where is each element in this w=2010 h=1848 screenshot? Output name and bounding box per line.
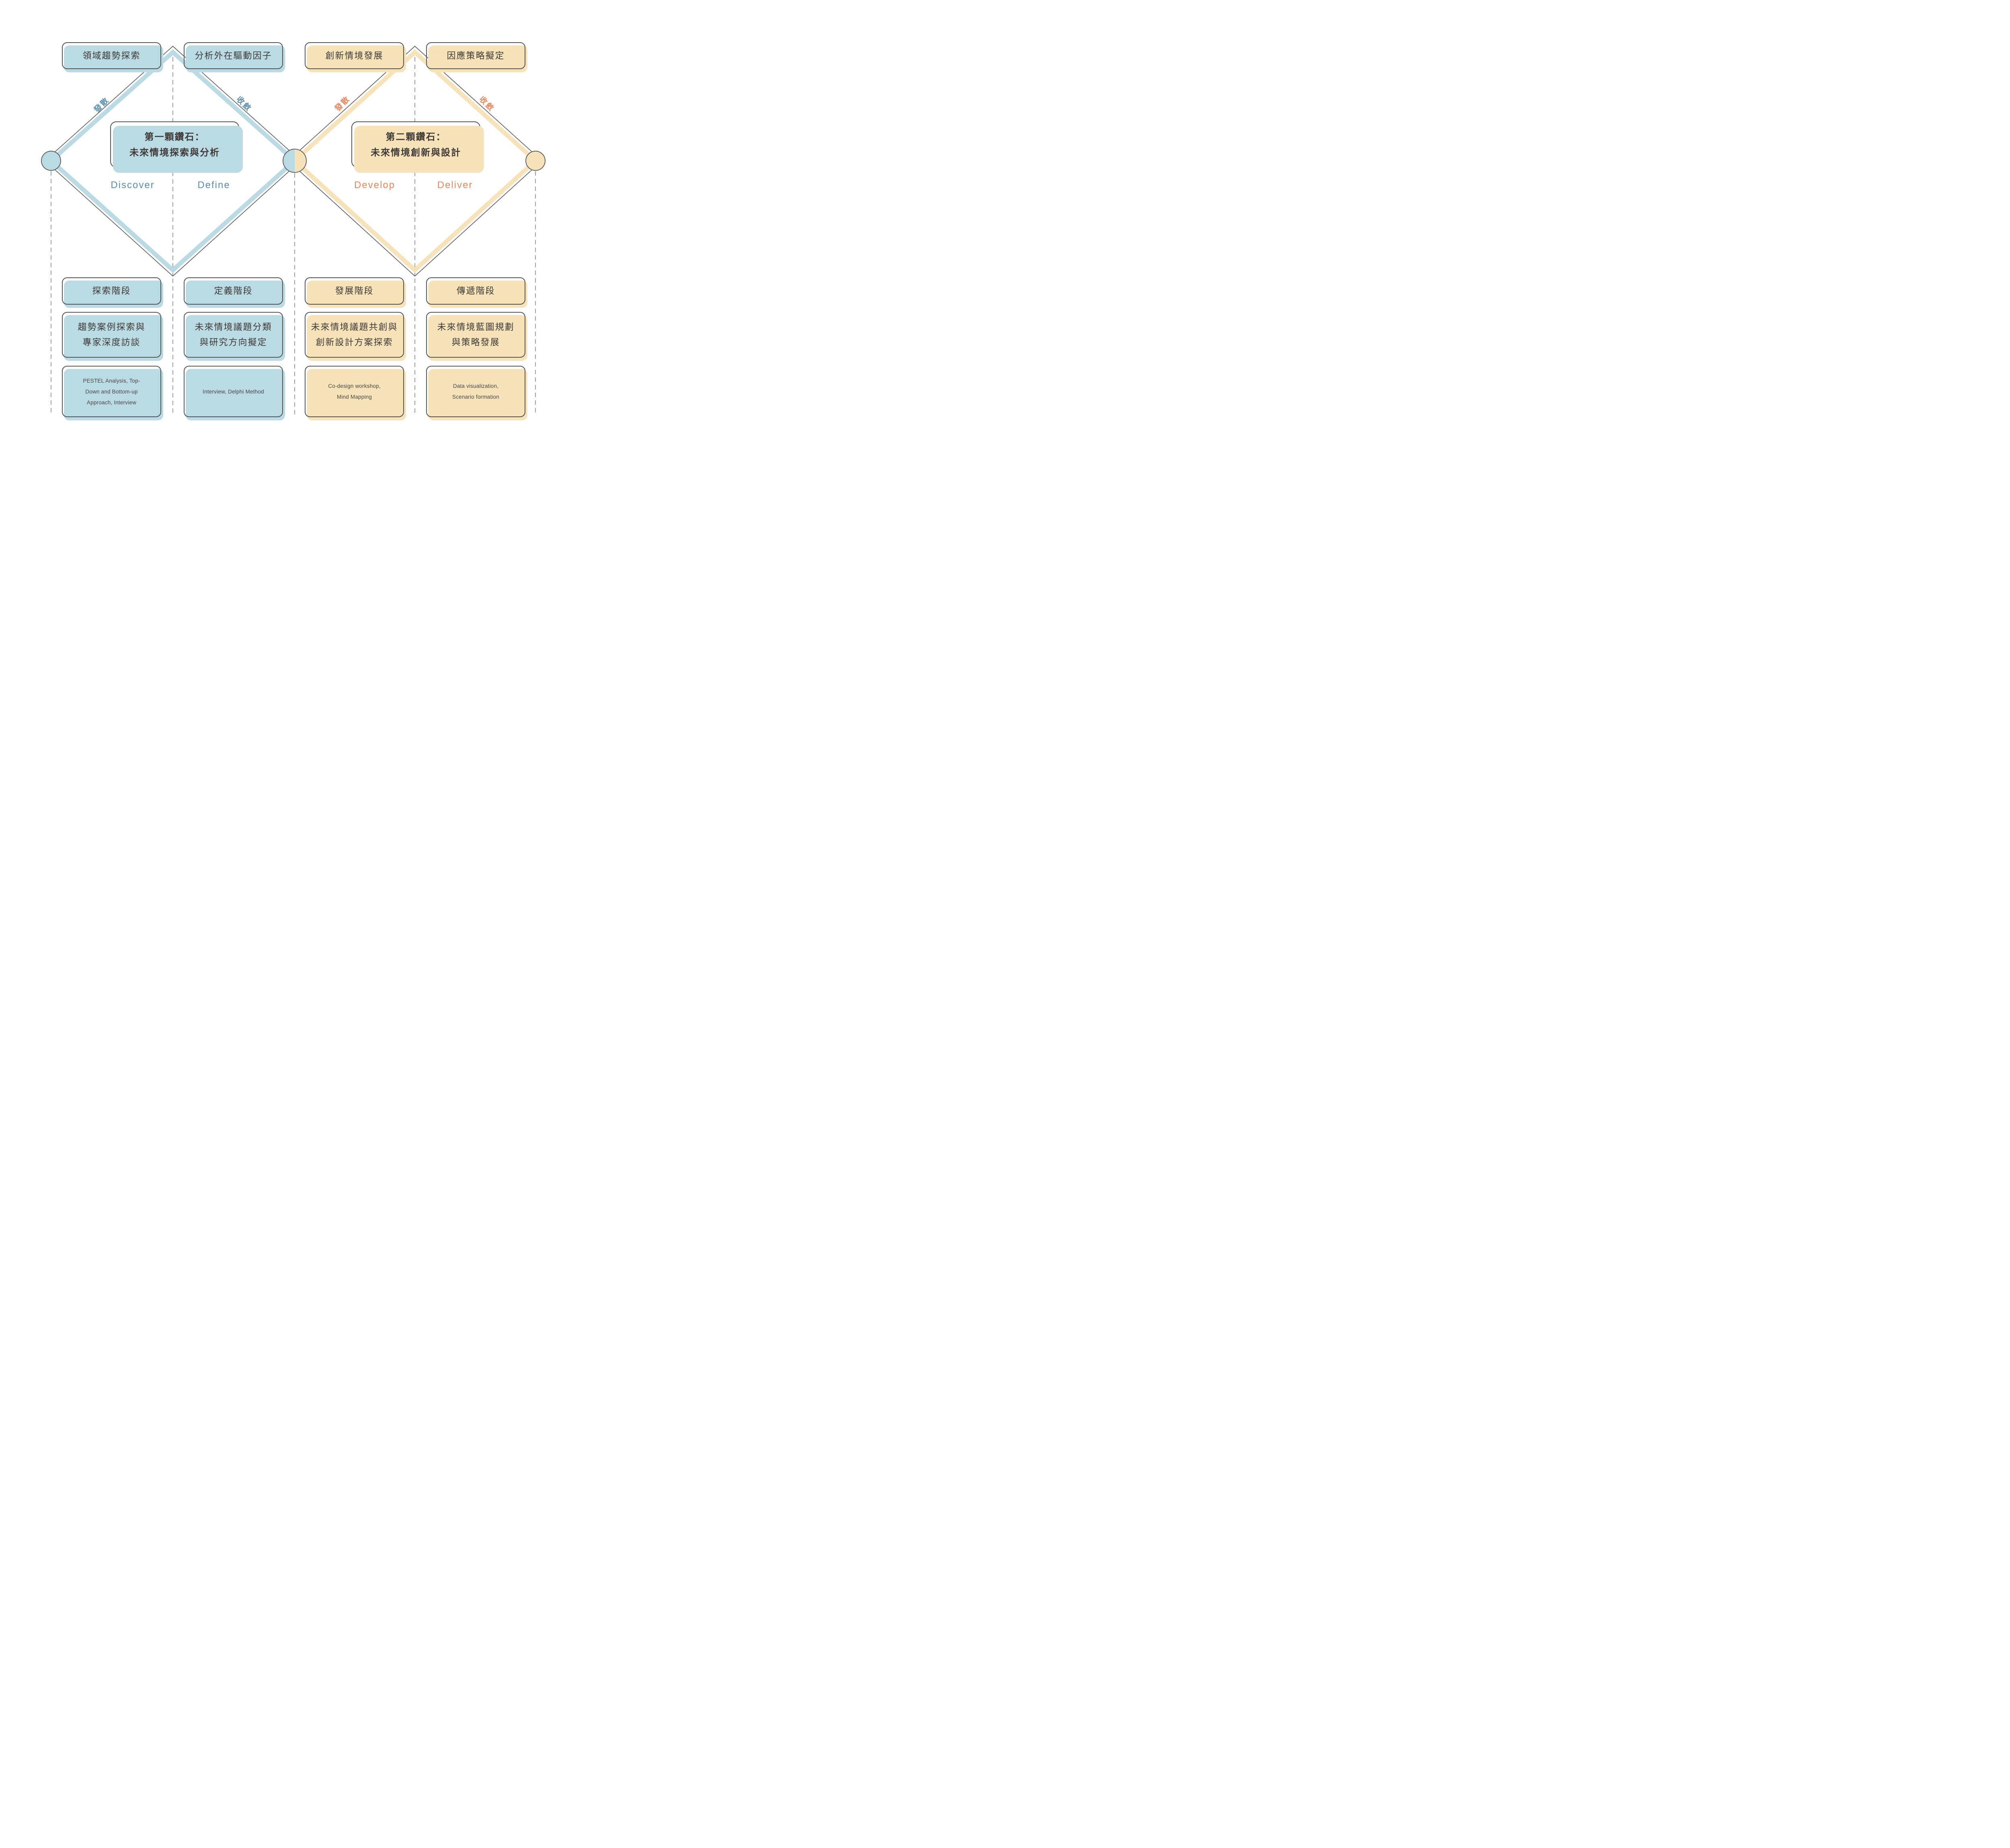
stage-box-label: 探索階段	[92, 286, 131, 296]
methods-box-define: Interview, Delphi Method	[184, 366, 283, 417]
methods-box-label: Data visualization, Scenario formation	[452, 383, 499, 400]
top-box-external-drivers: 分析外在驅動因子	[184, 42, 283, 69]
start-node-circle	[41, 151, 61, 171]
phase-label-define: Define	[197, 180, 230, 191]
stage-box-define: 定義階段	[184, 277, 283, 305]
top-box-innovation-scenario: 創新情境發展	[305, 42, 404, 69]
double-diamond-diagram: 領域趨勢探索 分析外在驅動因子 創新情境發展 因應策略擬定 第一顆鑽石： 未來情…	[0, 0, 587, 462]
middle-node-right-half	[295, 149, 306, 172]
activity-box-develop: 未來情境議題共創與 創新設計方案探索	[305, 312, 404, 358]
activity-box-define: 未來情境議題分類 與研究方向擬定	[184, 312, 283, 358]
methods-box-label: Co-design workshop, Mind Mapping	[328, 383, 381, 400]
diamond1-title-line2: 未來情境探索與分析	[129, 147, 220, 158]
stage-box-discover: 探索階段	[62, 277, 161, 305]
stage-box-deliver: 傳遞階段	[426, 277, 525, 305]
stage-box-label: 定義階段	[214, 286, 253, 296]
methods-box-label: PESTEL Analysis, Top- Down and Bottom-up…	[83, 377, 140, 406]
phase-divider-lines	[51, 57, 536, 415]
diamond2-title-line1: 第二顆鑽石：	[386, 131, 446, 142]
stage-box-label: 發展階段	[335, 286, 374, 296]
activity-box-label: 未來情境藍圖規劃 與策略發展	[437, 322, 515, 347]
activity-box-label: 趨勢案例探索與 專家深度訪談	[78, 322, 146, 347]
stage-box-label: 傳遞階段	[456, 286, 495, 296]
end-node-circle	[525, 151, 546, 171]
activity-box-deliver: 未來情境藍圖規劃 與策略發展	[426, 312, 525, 358]
methods-box-discover: PESTEL Analysis, Top- Down and Bottom-up…	[62, 366, 161, 417]
methods-box-deliver: Data visualization, Scenario formation	[426, 366, 525, 417]
phase-label-deliver: Deliver	[437, 180, 473, 191]
methods-box-develop: Co-design workshop, Mind Mapping	[305, 366, 404, 417]
top-box-label: 因應策略擬定	[447, 50, 505, 61]
stage-box-develop: 發展階段	[305, 277, 404, 305]
middle-node-left-half	[283, 149, 295, 172]
middle-node-ring	[283, 149, 307, 173]
top-box-response-strategy: 因應策略擬定	[426, 42, 525, 69]
top-box-label: 分析外在驅動因子	[195, 50, 272, 61]
diamond2-title-line2: 未來情境創新與設計	[371, 147, 461, 158]
diamond1-title-line1: 第一顆鑽石：	[144, 131, 205, 142]
top-box-label: 領域趨勢探索	[82, 50, 141, 61]
activity-box-discover: 趨勢案例探索與 專家深度訪談	[62, 312, 161, 358]
top-box-label: 創新情境發展	[325, 50, 384, 61]
diamond2-title-panel: 第二顆鑽石： 未來情境創新與設計	[351, 121, 480, 168]
phase-label-discover: Discover	[111, 180, 155, 191]
top-box-trend-exploration: 領域趨勢探索	[62, 42, 161, 69]
phase-label-develop: Develop	[354, 180, 396, 191]
diamond-geometry	[41, 45, 546, 415]
activity-box-label: 未來情境議題分類 與研究方向擬定	[195, 322, 272, 347]
activity-box-label: 未來情境議題共創與 創新設計方案探索	[311, 322, 398, 347]
diamond1-title-panel: 第一顆鑽石： 未來情境探索與分析	[110, 121, 239, 168]
methods-box-label: Interview, Delphi Method	[203, 388, 264, 395]
